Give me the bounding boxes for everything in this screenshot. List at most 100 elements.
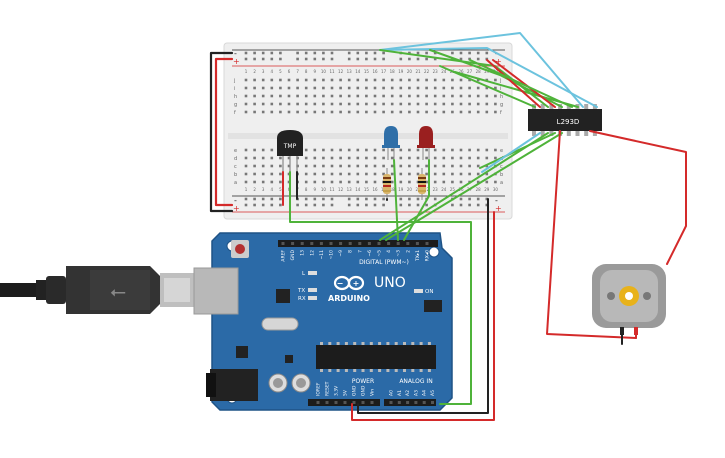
rail-hole[interactable] xyxy=(356,51,360,55)
header-pin[interactable] xyxy=(319,242,323,245)
breadboard-hole[interactable] xyxy=(468,86,471,90)
header-pin[interactable] xyxy=(387,242,391,245)
breadboard-hole[interactable] xyxy=(433,102,437,106)
rail-hole[interactable] xyxy=(356,197,360,201)
rail-hole[interactable] xyxy=(304,51,308,55)
breadboard-hole[interactable] xyxy=(279,172,282,176)
rail-hole[interactable] xyxy=(476,57,480,61)
breadboard-hole[interactable] xyxy=(399,78,403,82)
breadboard-hole[interactable] xyxy=(261,172,265,176)
breadboard-hole[interactable] xyxy=(270,86,274,90)
header-pin[interactable] xyxy=(367,242,371,245)
breadboard-hole[interactable] xyxy=(330,148,334,152)
breadboard-hole[interactable] xyxy=(382,148,385,152)
breadboard-hole[interactable] xyxy=(416,94,420,98)
breadboard-hole[interactable] xyxy=(365,94,368,98)
breadboard-hole[interactable] xyxy=(485,172,489,176)
rail-hole[interactable] xyxy=(253,203,256,207)
breadboard-hole[interactable] xyxy=(322,148,325,152)
breadboard-hole[interactable] xyxy=(425,180,428,184)
breadboard-hole[interactable] xyxy=(313,110,317,114)
breadboard-hole[interactable] xyxy=(244,156,248,160)
breadboard-hole[interactable] xyxy=(244,172,248,176)
rail-hole[interactable] xyxy=(296,57,299,61)
breadboard-hole[interactable] xyxy=(433,156,437,160)
temperature-sensor[interactable]: TMP xyxy=(277,130,303,172)
breadboard-hole[interactable] xyxy=(279,156,282,160)
breadboard-hole[interactable] xyxy=(485,86,489,90)
breadboard-hole[interactable] xyxy=(330,164,334,168)
breadboard-hole[interactable] xyxy=(485,78,489,82)
breadboard-hole[interactable] xyxy=(270,164,274,168)
rail-hole[interactable] xyxy=(322,197,325,201)
breadboard-hole[interactable] xyxy=(390,102,394,106)
breadboard-hole[interactable] xyxy=(476,110,480,114)
breadboard-hole[interactable] xyxy=(390,164,394,168)
breadboard-hole[interactable] xyxy=(322,156,325,160)
breadboard-hole[interactable] xyxy=(399,102,403,106)
header-pin[interactable] xyxy=(396,242,400,245)
rail-hole[interactable] xyxy=(476,51,480,55)
breadboard-hole[interactable] xyxy=(356,148,360,152)
breadboard-hole[interactable] xyxy=(382,156,385,160)
breadboard-hole[interactable] xyxy=(442,180,446,184)
rail-hole[interactable] xyxy=(347,57,351,61)
rail-hole[interactable] xyxy=(408,57,411,61)
breadboard-hole[interactable] xyxy=(459,180,463,184)
rail-hole[interactable] xyxy=(459,57,463,61)
rail-hole[interactable] xyxy=(416,203,420,207)
breadboard-hole[interactable] xyxy=(339,180,342,184)
header-pin[interactable] xyxy=(370,401,374,404)
breadboard-hole[interactable] xyxy=(244,110,248,114)
breadboard-hole[interactable] xyxy=(485,94,489,98)
breadboard-hole[interactable] xyxy=(416,110,420,114)
breadboard-hole[interactable] xyxy=(356,110,360,114)
breadboard-hole[interactable] xyxy=(485,110,489,114)
breadboard-hole[interactable] xyxy=(494,86,497,90)
rail-hole[interactable] xyxy=(279,57,282,61)
rail-hole[interactable] xyxy=(468,203,471,207)
rail-hole[interactable] xyxy=(253,197,256,201)
breadboard-hole[interactable] xyxy=(425,110,428,114)
breadboard-hole[interactable] xyxy=(459,110,463,114)
breadboard-hole[interactable] xyxy=(279,94,282,98)
breadboard-hole[interactable] xyxy=(244,78,248,82)
breadboard-hole[interactable] xyxy=(253,148,256,152)
breadboard-hole[interactable] xyxy=(382,78,385,82)
breadboard-hole[interactable] xyxy=(433,86,437,90)
header-pin[interactable] xyxy=(325,401,329,404)
breadboard-hole[interactable] xyxy=(322,172,325,176)
breadboard-hole[interactable] xyxy=(433,164,437,168)
breadboard-hole[interactable] xyxy=(304,102,308,106)
breadboard-hole[interactable] xyxy=(270,78,274,82)
breadboard-hole[interactable] xyxy=(442,172,446,176)
breadboard-hole[interactable] xyxy=(390,180,394,184)
rail-hole[interactable] xyxy=(468,57,471,61)
rail-hole[interactable] xyxy=(416,51,420,55)
breadboard-hole[interactable] xyxy=(279,86,282,90)
rail-hole[interactable] xyxy=(356,203,360,207)
header-pin[interactable] xyxy=(425,242,429,245)
breadboard-hole[interactable] xyxy=(425,164,428,168)
breadboard-hole[interactable] xyxy=(339,94,342,98)
breadboard-hole[interactable] xyxy=(313,180,317,184)
breadboard-hole[interactable] xyxy=(485,164,489,168)
breadboard-hole[interactable] xyxy=(330,78,334,82)
breadboard-hole[interactable] xyxy=(304,110,308,114)
rail-hole[interactable] xyxy=(296,51,299,55)
breadboard-hole[interactable] xyxy=(442,156,446,160)
resistor-1[interactable] xyxy=(383,168,391,200)
breadboard-hole[interactable] xyxy=(408,110,411,114)
rail-hole[interactable] xyxy=(270,197,274,201)
breadboard-hole[interactable] xyxy=(270,156,274,160)
breadboard-hole[interactable] xyxy=(287,86,291,90)
breadboard-hole[interactable] xyxy=(365,110,368,114)
breadboard-hole[interactable] xyxy=(270,148,274,152)
breadboard-hole[interactable] xyxy=(253,102,256,106)
rail-hole[interactable] xyxy=(399,203,403,207)
header-pin[interactable] xyxy=(291,242,295,245)
breadboard-hole[interactable] xyxy=(373,156,377,160)
breadboard-hole[interactable] xyxy=(408,86,411,90)
breadboard-hole[interactable] xyxy=(304,148,308,152)
